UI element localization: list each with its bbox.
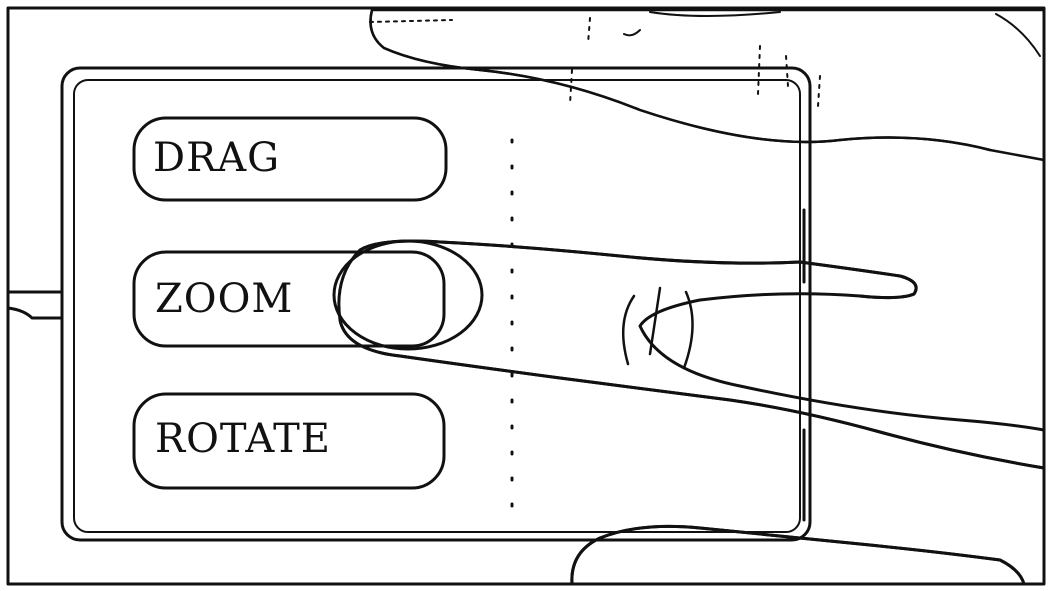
gesture-marks: (|) bbox=[622, 286, 694, 370]
drag-button-label: DRAG bbox=[153, 135, 280, 181]
pointing-finger-drawing bbox=[332, 239, 1046, 470]
rotate-button-label: ROTATE bbox=[155, 416, 331, 462]
drag-button[interactable]: DRAG bbox=[132, 116, 448, 202]
side-connector bbox=[6, 290, 64, 320]
upper-finger-drawing bbox=[369, 8, 1046, 162]
zoom-button[interactable]: ZOOM bbox=[132, 250, 446, 348]
zoom-button-label: ZOOM bbox=[155, 276, 293, 322]
outer-frame bbox=[6, 6, 1046, 586]
fingertip-contact bbox=[332, 239, 484, 351]
touch-device-body bbox=[60, 66, 812, 542]
thumb-drawing bbox=[570, 524, 1026, 586]
rotate-button[interactable]: ROTATE bbox=[132, 392, 446, 490]
